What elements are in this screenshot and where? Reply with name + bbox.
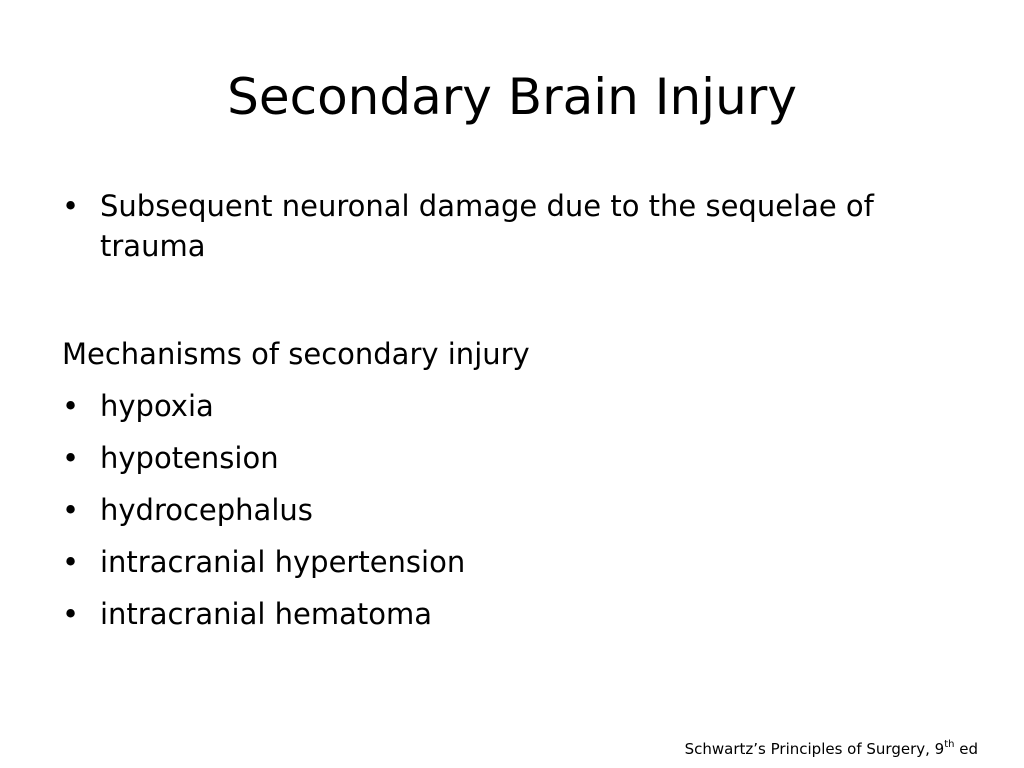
mechanism-label: hydrocephalus	[100, 493, 313, 527]
mechanism-label: hypotension	[100, 441, 279, 475]
mechanism-label: intracranial hematoma	[100, 597, 432, 631]
bullet-icon: •	[62, 545, 80, 579]
citation-superscript: th	[944, 739, 955, 750]
bullet-icon: •	[62, 597, 80, 631]
definition-bullet: • Subsequent neuronal damage due to the …	[62, 186, 980, 266]
mechanism-label: intracranial hypertension	[100, 545, 466, 579]
bullet-icon: •	[62, 389, 80, 423]
definition-text: Subsequent neuronal damage due to the se…	[100, 189, 874, 263]
citation-suffix: ed	[954, 740, 978, 758]
mechanism-item: • intracranial hypertension	[62, 542, 980, 582]
mechanism-item: • hydrocephalus	[62, 490, 980, 530]
mechanisms-heading: Mechanisms of secondary injury	[62, 337, 530, 371]
slide-title: Secondary Brain Injury	[227, 68, 797, 126]
mechanism-item: • hypotension	[62, 438, 980, 478]
source-citation: Schwartz’s Principles of Surgery, 9th ed	[685, 738, 978, 760]
mechanism-label: hypoxia	[100, 389, 214, 423]
mechanism-item: • hypoxia	[62, 386, 980, 426]
bullet-icon: •	[62, 441, 80, 475]
citation-text: Schwartz’s Principles of Surgery, 9	[684, 740, 945, 758]
mechanism-item: • intracranial hematoma	[62, 594, 980, 634]
bullet-icon: •	[62, 493, 80, 527]
bullet-icon: •	[62, 189, 80, 223]
